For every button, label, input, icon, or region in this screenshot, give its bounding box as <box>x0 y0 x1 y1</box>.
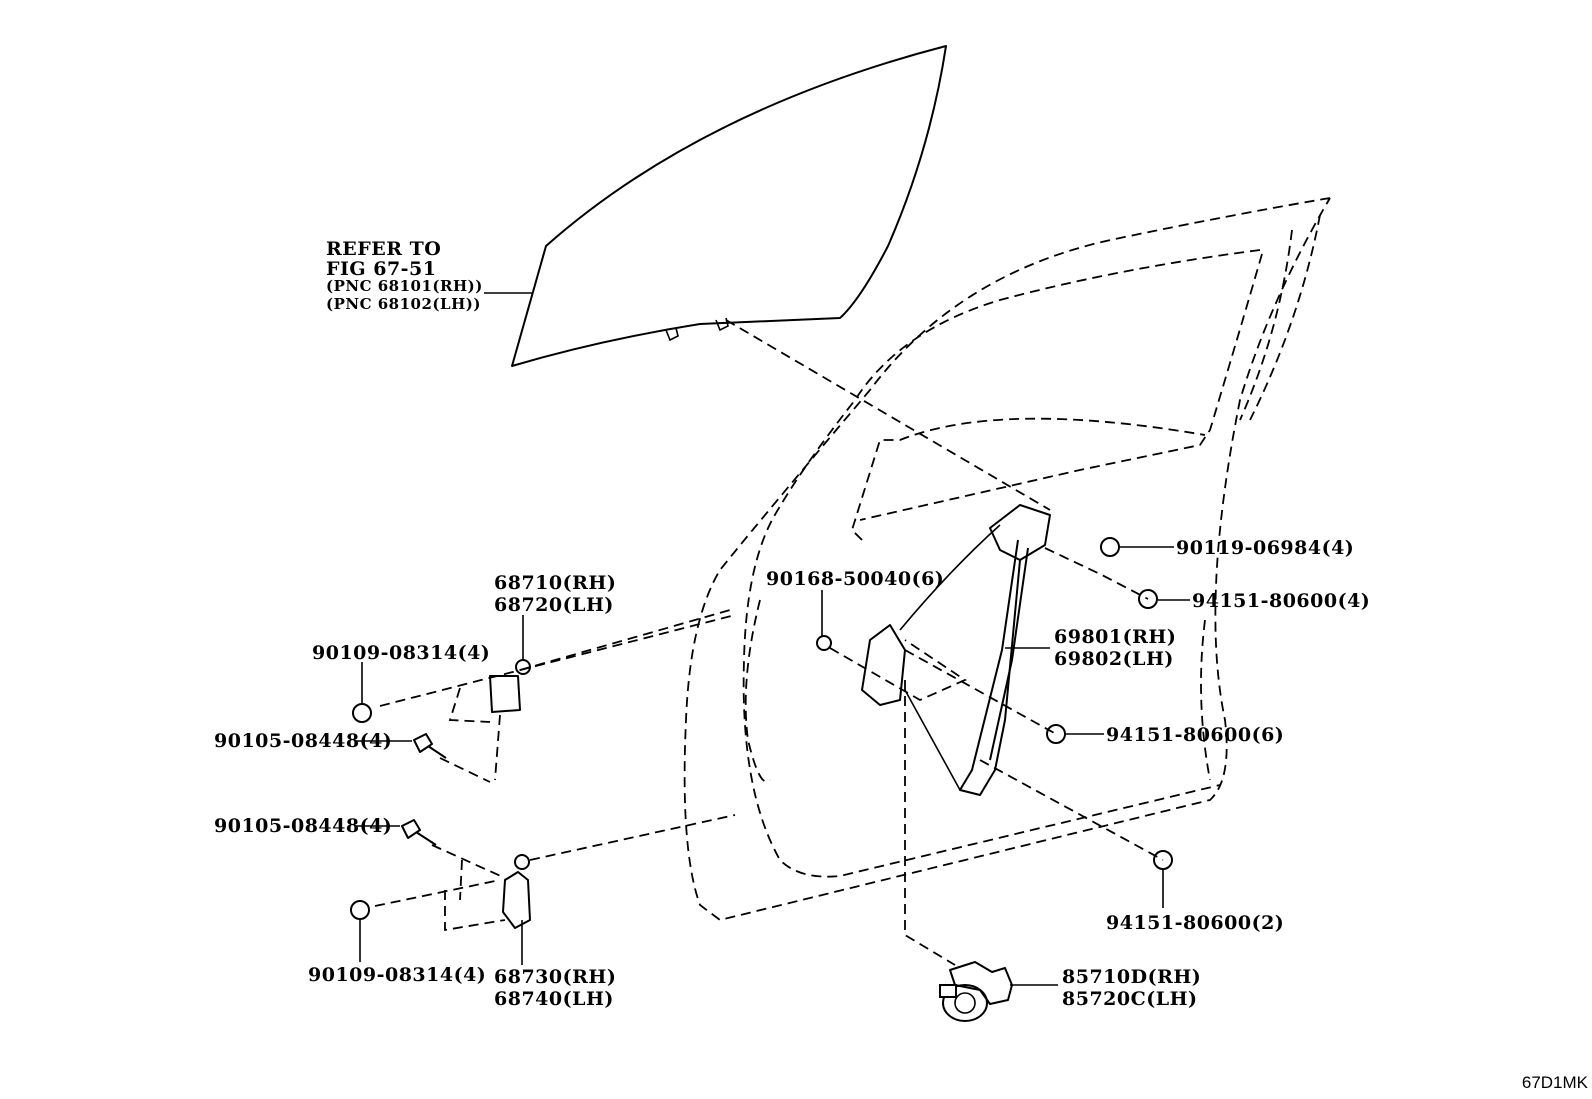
label-94151-80600-4: 94151-80600(4) <box>1192 590 1371 612</box>
label-90168-50040: 90168-50040(6) <box>766 568 945 590</box>
screw-90168-icon <box>816 635 832 651</box>
regulator-motor <box>939 961 1013 1022</box>
label-90109-08314-top: 90109-08314(4) <box>312 642 491 664</box>
bolt-90109-top-icon <box>352 703 372 723</box>
label-69802: 69802(LH) <box>1054 648 1174 670</box>
label-68720: 68720(LH) <box>494 594 614 616</box>
refer-line-4: (PNC 68102(LH)) <box>326 295 481 313</box>
leader-lines <box>355 292 1190 986</box>
figure-id: 67D1MK <box>1521 1073 1588 1092</box>
refer-line-1: REFER TO <box>326 238 442 260</box>
fastener-icons <box>350 537 1173 920</box>
label-94151-80600-6: 94151-80600(6) <box>1106 724 1285 746</box>
label-90105-08448-bot: 90105-08448(4) <box>214 815 393 837</box>
lower-hinge <box>444 854 531 932</box>
refer-line-3: (PNC 68101(RH)) <box>326 277 483 295</box>
label-68730: 68730(RH) <box>494 966 617 988</box>
label-68740: 68740(LH) <box>494 988 614 1010</box>
label-90109-08314-bot: 90109-08314(4) <box>308 964 487 986</box>
window-regulator <box>861 504 1051 796</box>
label-85710d: 85710D(RH) <box>1062 966 1202 988</box>
door-glass <box>511 45 947 367</box>
refer-line-2: FIG 67-51 <box>326 258 437 280</box>
bolt-90109-bot-icon <box>350 900 370 920</box>
label-94151-80600-2: 94151-80600(2) <box>1106 912 1285 934</box>
label-68710: 68710(RH) <box>494 572 617 594</box>
nut-94151-mid-icon <box>1046 724 1066 744</box>
door-panel <box>683 197 1331 921</box>
bolt-90105-top-icon <box>413 733 447 759</box>
assembly-lines <box>374 319 1164 966</box>
label-69801: 69801(RH) <box>1054 626 1177 648</box>
bolt-90119-icon <box>1100 537 1120 557</box>
label-90105-08448-top: 90105-08448(4) <box>214 730 393 752</box>
bolt-90105-bot-icon <box>401 819 437 846</box>
label-90119-06984: 90119-06984(4) <box>1176 537 1355 559</box>
label-85720c: 85720C(LH) <box>1062 988 1198 1010</box>
